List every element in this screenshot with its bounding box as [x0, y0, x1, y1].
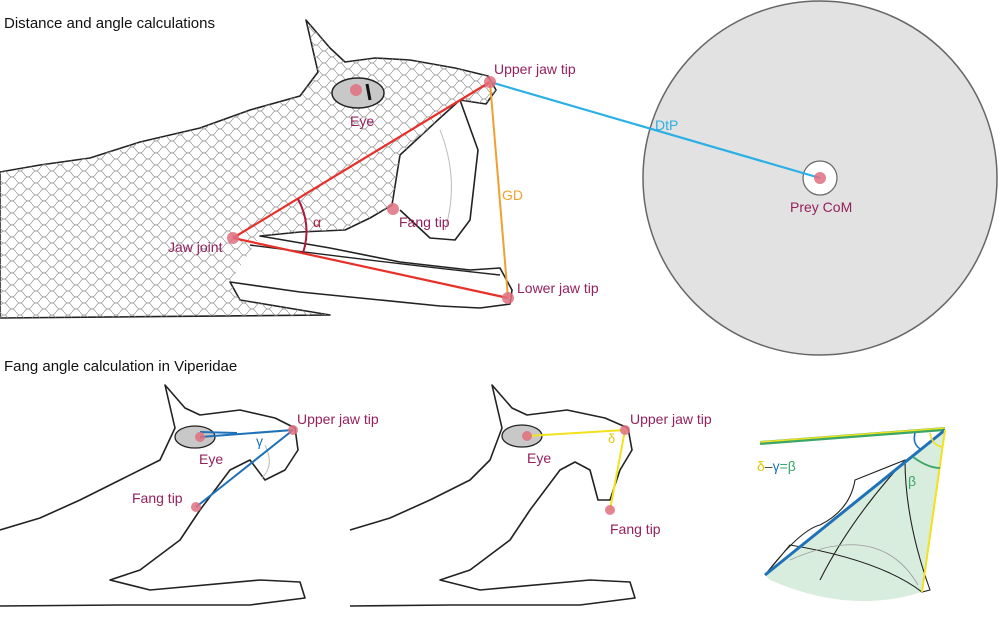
label-eye-p2: Eye	[527, 450, 551, 466]
equation: δ–γ=β	[757, 458, 796, 474]
label-alpha: α	[313, 214, 321, 230]
label-fang-tip: Fang tip	[399, 214, 450, 230]
alpha-arc	[297, 198, 308, 254]
gd-line	[489, 81, 509, 299]
label-gamma: γ	[256, 433, 263, 449]
label-upper-jaw-tip-p1: Upper jaw tip	[297, 411, 379, 427]
label-fang-tip-p1: Fang tip	[132, 490, 183, 506]
upper-jaw-tip-point-p2	[620, 425, 630, 435]
label-jaw-joint: Jaw joint	[168, 239, 223, 255]
label-upper-jaw-tip: Upper jaw tip	[494, 61, 576, 77]
fang-line-yellow	[921, 429, 946, 593]
upper-jaw-line	[232, 81, 491, 239]
jaw-joint-point	[227, 232, 239, 244]
angle-diagram-panel3	[759, 427, 946, 602]
eye-point	[350, 84, 362, 96]
upper-jaw-tip-point-p1	[288, 425, 298, 435]
label-lower-jaw-tip: Lower jaw tip	[517, 280, 599, 296]
lower-jaw-line	[232, 236, 509, 300]
snake-head-panel2	[349, 384, 636, 607]
eye-point-p1	[195, 432, 205, 442]
fang-tip-point	[387, 203, 399, 215]
dtp-line	[489, 80, 821, 180]
fang-upper-line-p1	[195, 429, 294, 508]
fang-tip-point-p1	[191, 502, 201, 512]
prey-com-point	[814, 172, 826, 184]
upper-jaw-tip-point	[484, 76, 496, 88]
label-delta: δ	[608, 431, 615, 446]
top-title: Distance and angle calculations	[4, 15, 215, 32]
label-beta: β	[908, 473, 916, 489]
label-prey-com: Prey CoM	[790, 199, 852, 215]
fang-upper-line-p2	[609, 429, 626, 511]
eye-line-p1-part	[199, 431, 238, 434]
label-eye-p1: Eye	[199, 451, 223, 467]
lower-jaw-tip-point	[502, 292, 514, 304]
eye-point-p2	[522, 431, 532, 441]
label-fang-tip-p2: Fang tip	[610, 521, 661, 537]
eye-upper-line-p1	[199, 429, 294, 438]
snake-head-panel1	[0, 384, 306, 607]
label-eye: Eye	[350, 113, 374, 129]
label-dtp: DtP	[655, 117, 678, 133]
label-upper-jaw-tip-p2: Upper jaw tip	[630, 411, 712, 427]
eye-upper-line-p2	[526, 429, 626, 437]
pupil	[365, 83, 372, 101]
fang-tip-point-p2	[605, 505, 615, 515]
bottom-title: Fang angle calculation in Viperidae	[4, 358, 237, 375]
reference-line	[759, 427, 946, 445]
fang-line-blue	[764, 428, 946, 577]
label-gd: GD	[502, 187, 523, 203]
snake-head-top	[0, 19, 513, 319]
